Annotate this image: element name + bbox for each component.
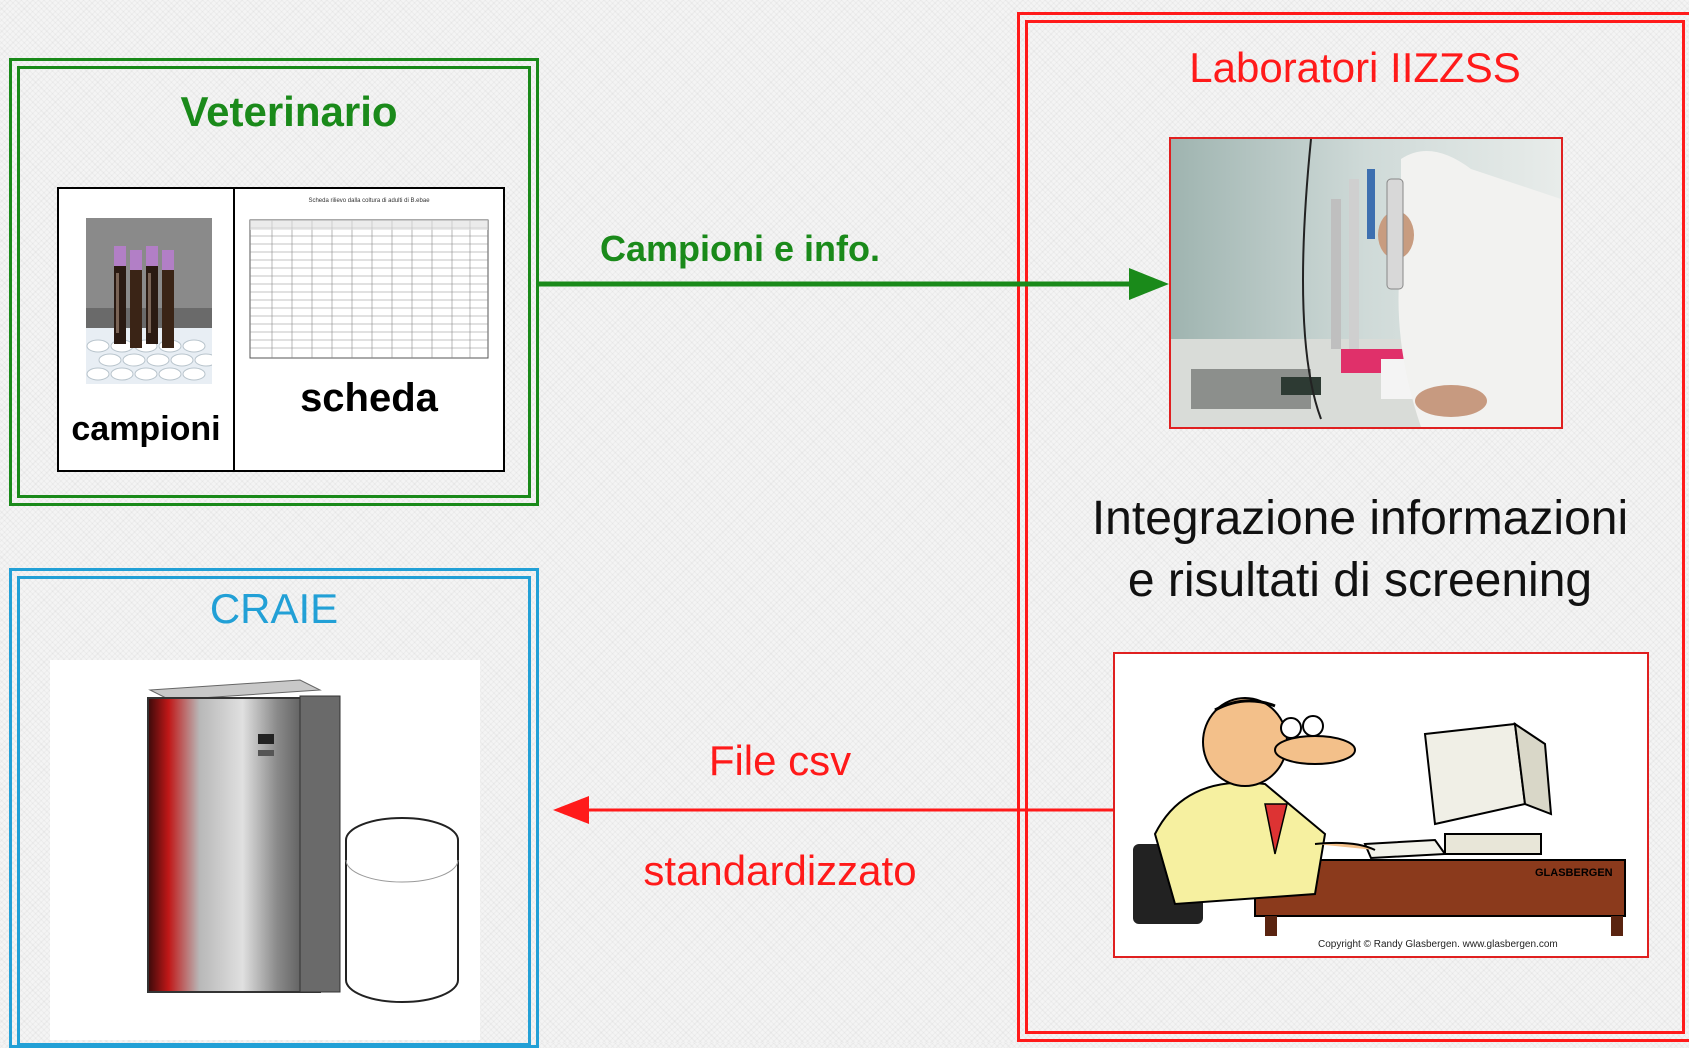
- campioni-label: campioni: [71, 410, 221, 448]
- sample-tubes-image: [86, 218, 212, 384]
- cartoon-copyright: Copyright © Randy Glasbergen. www.glasbe…: [1318, 939, 1558, 950]
- scheda-label: scheda: [300, 376, 438, 420]
- arrow-to-craie: [553, 792, 1113, 828]
- scheda-form-image: Scheda rilievo dalla coltura di adulti d…: [248, 198, 490, 362]
- veterinario-title: Veterinario: [180, 88, 398, 135]
- panel-divider: [233, 187, 235, 472]
- scheda-form-title: Scheda rilievo dalla coltura di adulti d…: [308, 198, 430, 204]
- laboratori-box-outer: [1017, 12, 1689, 1042]
- laboratori-box-inner: [1025, 20, 1685, 1034]
- arrow-label-campioni-info: Campioni e info.: [599, 228, 880, 269]
- integration-line-1: Integrazione informazioni: [1091, 492, 1629, 545]
- computer-user-cartoon: GLASBERGEN: [1113, 652, 1649, 958]
- laboratori-title: Laboratori IIZZSS: [1189, 44, 1521, 91]
- arrow-to-laboratori: [539, 266, 1169, 302]
- integration-line-2: e risultati di screening: [1127, 554, 1593, 607]
- arrow-label-file-csv: File csv: [708, 737, 852, 784]
- veterinario-box-outer: [9, 58, 539, 506]
- arrow-label-standardizzato: standardizzato: [643, 847, 917, 894]
- craie-title: CRAIE: [209, 585, 339, 632]
- integration-text: Integrazione informazioni e risultati di…: [1040, 488, 1680, 612]
- server-database-image: [50, 660, 480, 1040]
- lab-technician-photo: [1169, 137, 1563, 429]
- cartoon-brand: GLASBERGEN: [1535, 867, 1613, 879]
- veterinario-box-inner: [17, 66, 531, 498]
